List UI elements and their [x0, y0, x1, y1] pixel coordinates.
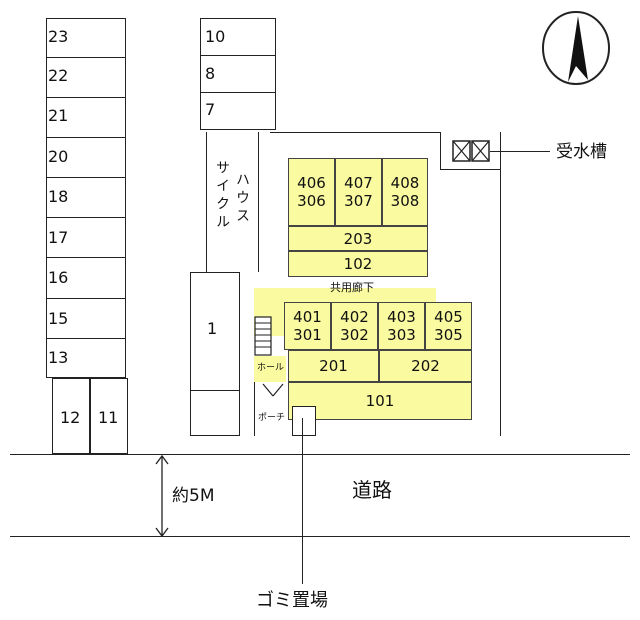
parking-column-left [46, 18, 126, 378]
unit-201: 201 [288, 350, 379, 382]
parking-space-10: 10 [205, 27, 226, 46]
unit-101: 101 [288, 382, 472, 420]
road-label: 道路 [352, 478, 392, 502]
hall-area [254, 356, 286, 382]
unit-202: 202 [379, 350, 472, 382]
road-width-dimension [155, 454, 169, 538]
garbage-label: ゴミ置場 [256, 590, 328, 611]
garbage-box [292, 406, 316, 436]
parking-column-top [200, 18, 276, 130]
stairs-icon [254, 316, 272, 356]
parking-space-12-box [52, 378, 90, 454]
road-width-label: 約5M [172, 486, 215, 506]
unit-102: 102 [288, 251, 428, 277]
door-icon [262, 383, 284, 397]
parking-space-11-box [90, 378, 128, 454]
parking-space-1-box [190, 272, 240, 436]
hall-label: ホール [257, 363, 285, 373]
parking-space-17: 17 [48, 228, 69, 247]
parking-space-1: 1 [207, 319, 218, 338]
parking-space-7: 7 [205, 100, 216, 119]
parking-space-18: 18 [48, 187, 69, 206]
parking-space-21: 21 [48, 106, 69, 125]
garbage-leader-line [302, 418, 303, 584]
parking-space-20: 20 [48, 147, 69, 166]
cycle-house-label-1: サイクル [214, 160, 230, 232]
shared-corridor-label: 共用廊下 [330, 281, 374, 294]
parking-space-8: 8 [205, 64, 216, 83]
parking-space-22: 22 [48, 66, 69, 85]
parking-space-16: 16 [48, 268, 69, 287]
parking-space-11: 11 [98, 408, 119, 427]
water-tank-icon [452, 140, 490, 162]
road-edge-bottom [10, 536, 630, 537]
cycle-house-label-2: ハウス [234, 172, 250, 226]
road-edge-top [10, 454, 630, 455]
north-arrow-icon [542, 11, 610, 85]
parking-space-23: 23 [48, 27, 69, 46]
parking-space-12: 12 [60, 408, 81, 427]
parking-space-13: 13 [48, 348, 69, 367]
unit-203: 203 [288, 226, 428, 251]
water-tank-label: 受水槽 [556, 142, 607, 162]
parking-space-15: 15 [48, 309, 69, 328]
porch-label: ポーチ [258, 413, 286, 423]
